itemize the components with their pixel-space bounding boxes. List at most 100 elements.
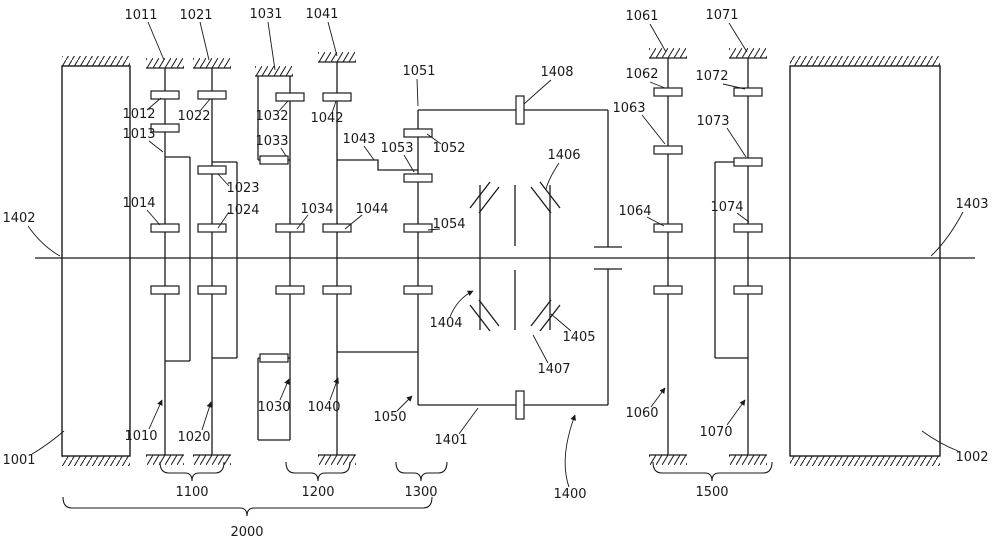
leader-1063 [641, 114, 666, 145]
label-1033: 1033 [255, 134, 288, 149]
braces [62, 461, 773, 517]
ground-anchor-1061 [648, 47, 688, 59]
label-1200: 1200 [301, 485, 334, 500]
gear-1024 [197, 223, 227, 233]
label-1012: 1012 [122, 107, 155, 122]
gear-1042 [322, 92, 352, 102]
label-1063: 1063 [612, 101, 645, 116]
bevel-mark-bottom-left [469, 299, 500, 332]
leader-1042 [331, 100, 337, 114]
brace-1500 [652, 461, 773, 482]
leader-1401 [458, 407, 479, 435]
label-1060: 1060 [625, 406, 658, 421]
ground-anchor-1011 [145, 57, 185, 69]
leader-1032 [278, 100, 289, 112]
gear-1062 [653, 87, 683, 97]
label-1030: 1030 [257, 400, 290, 415]
gear-1408 [515, 95, 525, 125]
label-1040: 1040 [307, 400, 340, 415]
label-1408: 1408 [540, 65, 573, 80]
label-1021: 1021 [179, 8, 212, 23]
gear-1074 [733, 223, 763, 233]
label-1020: 1020 [177, 430, 210, 445]
ground-anchor-1041 [317, 51, 357, 63]
differential-unit [469, 181, 561, 332]
gear-mark [403, 285, 433, 295]
leader-1001 [31, 430, 65, 455]
label-1024: 1024 [226, 203, 259, 218]
leader-1033 [280, 147, 287, 157]
gear-1032 [275, 92, 305, 102]
label-1054: 1054 [432, 217, 465, 232]
label-1071: 1071 [705, 8, 738, 23]
bevel-mark-top-right [530, 181, 561, 214]
label-1010: 1010 [124, 429, 157, 444]
label-1061: 1061 [625, 9, 658, 24]
leader-1020 [201, 401, 213, 431]
housing-blocks [61, 56, 941, 466]
label-1031: 1031 [249, 7, 282, 22]
ground-anchor-bottom-1010 [145, 454, 185, 466]
label-1041: 1041 [305, 7, 338, 22]
gear-1012 [150, 90, 180, 100]
bevel-mark-top-left [469, 181, 500, 214]
labels: 1011 1021 1031 1041 1061 1071 1051 1408 … [2, 7, 988, 540]
leader-1030 [279, 378, 290, 401]
label-1050: 1050 [373, 410, 406, 425]
label-1403: 1403 [955, 197, 988, 212]
step-line-1043 [337, 159, 418, 171]
gear-mark [653, 285, 683, 295]
leader-1071 [728, 22, 748, 53]
leader-1407 [532, 334, 549, 364]
label-1100: 1100 [175, 485, 208, 500]
leader-1053 [403, 154, 415, 173]
gear-1063 [653, 145, 683, 155]
leader-1402 [27, 225, 61, 257]
label-1406: 1406 [547, 148, 580, 163]
label-1401: 1401 [434, 433, 467, 448]
label-2000: 2000 [230, 525, 263, 540]
leader-1014 [146, 209, 161, 226]
leader-1074 [736, 212, 750, 223]
leader-1054 [427, 228, 441, 231]
connectors [165, 109, 748, 441]
leader-1060 [650, 387, 666, 408]
leader-1012 [146, 97, 162, 111]
gear-mark [197, 285, 227, 295]
gear-1022 [197, 90, 227, 100]
leader-1404 [449, 290, 474, 318]
gear-mark [733, 285, 763, 295]
leader-1034 [296, 214, 309, 230]
housing-left-bottom-hatch [62, 456, 130, 466]
housing-right-top-hatch [790, 56, 940, 66]
housing-right [789, 65, 941, 457]
gear-mark [322, 285, 352, 295]
gear-mark [275, 285, 305, 295]
housing-left [61, 65, 131, 457]
ground-anchor-bottom-1060 [648, 454, 688, 466]
leader-1041 [327, 21, 338, 57]
label-1072: 1072 [695, 69, 728, 84]
label-1011: 1011 [124, 8, 157, 23]
label-1042: 1042 [310, 111, 343, 126]
leader-1044 [344, 214, 363, 230]
label-1051: 1051 [402, 64, 435, 79]
leader-1062 [649, 81, 666, 89]
leader-1022 [199, 98, 211, 112]
brace-1100 [159, 461, 225, 482]
gear-1054 [403, 223, 433, 233]
leader-1073 [726, 127, 747, 158]
leader-1072 [722, 83, 746, 90]
leader-1064 [646, 216, 665, 227]
label-1500: 1500 [695, 485, 728, 500]
leader-1040 [329, 377, 339, 401]
ground-anchor-1071 [728, 47, 768, 59]
label-1073: 1073 [696, 114, 729, 129]
label-1074: 1074 [710, 200, 743, 215]
label-1404: 1404 [429, 316, 462, 331]
leader-1023 [217, 173, 230, 187]
label-1023: 1023 [226, 181, 259, 196]
gear-1072 [733, 87, 763, 97]
